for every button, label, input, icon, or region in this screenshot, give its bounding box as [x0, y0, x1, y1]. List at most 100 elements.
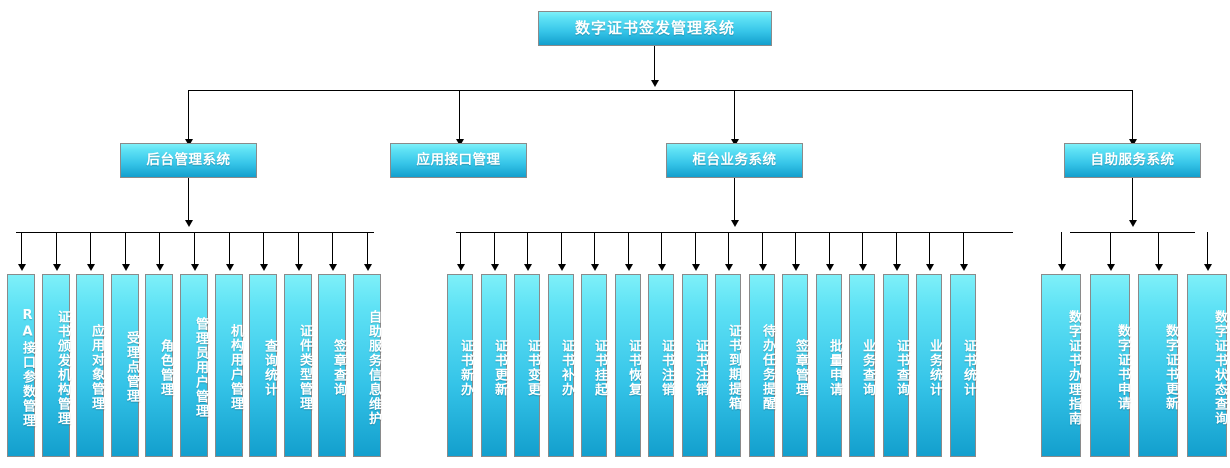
branch-label-counter: 柜台业务系统	[692, 151, 777, 168]
leaf-node-backoffice-5[interactable]: 角色管理	[145, 274, 173, 457]
level2-drop-arrow-2	[456, 139, 464, 146]
leaf-node-selfservice-3[interactable]: 数字证书更新	[1138, 274, 1178, 457]
leaf-node-label: 待办任务提醒	[760, 324, 775, 411]
leaf-drop-arrow-selfservice-1	[1058, 264, 1066, 271]
leaf-drop-arrow-backoffice-11	[364, 264, 372, 271]
leaf-drop-line-counter-5	[594, 232, 595, 266]
leaf-node-label: 证书注销	[693, 338, 708, 397]
leaf-drop-line-counter-7	[661, 232, 662, 266]
leaf-node-selfservice-4[interactable]: 数字证书状态查询	[1187, 274, 1227, 457]
leaf-node-counter-12[interactable]: 批量申请	[816, 274, 842, 457]
leaf-node-label: 证书变更	[525, 338, 540, 397]
leaf-node-counter-5[interactable]: 证书挂起	[581, 274, 607, 457]
leaf-drop-line-counter-2	[494, 232, 495, 266]
leaf-drop-line-selfservice-3	[1158, 232, 1159, 266]
leaf-drop-arrow-counter-6	[625, 264, 633, 271]
leaf-node-label: 数字证书状态查询	[1212, 309, 1227, 426]
leaf-node-counter-14[interactable]: 证书查询	[883, 274, 909, 457]
leaf-node-counter-2[interactable]: 证书更新	[481, 274, 507, 457]
leaf-drop-arrow-backoffice-1	[18, 264, 26, 271]
group4-trunk-line	[1132, 178, 1133, 223]
root-trunk-line	[654, 46, 655, 82]
leaf-node-counter-15[interactable]: 业务统计	[916, 274, 942, 457]
leaf-drop-arrow-counter-4	[558, 264, 566, 271]
leaf-drop-arrow-counter-1	[457, 264, 465, 271]
leaf-node-label: 证书恢复	[626, 338, 641, 397]
leaf-drop-line-counter-15	[929, 232, 930, 266]
leaf-node-counter-8[interactable]: 证书注销	[682, 274, 708, 457]
leaf-node-counter-9[interactable]: 证书到期提箱	[715, 274, 741, 457]
leaf-node-counter-11[interactable]: 签章管理	[782, 274, 808, 457]
leaf-drop-arrow-backoffice-6	[191, 264, 199, 271]
leaf-node-label: 受理点管理	[124, 331, 139, 404]
leaf-drop-arrow-selfservice-4	[1204, 264, 1212, 271]
leaf-drop-arrow-backoffice-4	[122, 264, 130, 271]
leaf-node-selfservice-1[interactable]: 数字证书办理指南	[1041, 274, 1081, 457]
leaf-node-backoffice-11[interactable]: 自助服务信息维护	[353, 274, 381, 457]
leaf-node-counter-10[interactable]: 待办任务提醒	[749, 274, 775, 457]
leaf-drop-arrow-counter-9	[725, 264, 733, 271]
leaf-drop-arrow-counter-16	[960, 264, 968, 271]
leaf-drop-line-counter-6	[628, 232, 629, 266]
level2-drop-line-2	[459, 90, 460, 142]
group1-trunk-line	[188, 178, 189, 223]
leaf-drop-line-backoffice-5	[159, 232, 160, 266]
leaf-node-backoffice-2[interactable]: 证书颁发机构管理	[42, 274, 70, 457]
leaf-node-label: 签章查询	[331, 338, 346, 397]
leaf-node-backoffice-3[interactable]: 应用对象管理	[76, 274, 104, 457]
leaf-node-label: 证书新办	[458, 338, 473, 397]
leaf-drop-arrow-counter-13	[859, 264, 867, 271]
leaf-node-backoffice-7[interactable]: 机构用户管理	[215, 274, 243, 457]
branch-node-backoffice[interactable]: 后台管理系统	[120, 143, 257, 178]
leaf-node-label: 证书补办	[559, 338, 574, 397]
leaf-node-backoffice-4[interactable]: 受理点管理	[111, 274, 139, 457]
leaf-node-backoffice-8[interactable]: 查询统计	[249, 274, 277, 457]
leaf-node-label: 数字证书申请	[1115, 324, 1130, 411]
leaf-drop-line-backoffice-4	[125, 232, 126, 266]
leaf-node-counter-13[interactable]: 业务查询	[849, 274, 875, 457]
leaf-node-backoffice-1[interactable]: RA接口参数管理	[7, 274, 35, 457]
leaf-drop-arrow-backoffice-9	[295, 264, 303, 271]
group3-trunk-line	[734, 178, 735, 223]
leaf-drop-line-counter-4	[561, 232, 562, 266]
leaf-drop-line-counter-13	[862, 232, 863, 266]
leaf-node-counter-7[interactable]: 证书注销	[648, 274, 674, 457]
leaf-drop-arrow-backoffice-8	[260, 264, 268, 271]
leaf-node-label: 证书查询	[894, 338, 909, 397]
leaf-drop-line-counter-16	[963, 232, 964, 266]
leaf-node-backoffice-9[interactable]: 证件类型管理	[284, 274, 312, 457]
branch-label-backoffice: 后台管理系统	[146, 151, 231, 168]
branch-node-selfservice[interactable]: 自助服务系统	[1064, 143, 1201, 178]
branch-node-counter[interactable]: 柜台业务系统	[666, 143, 803, 178]
leaf-drop-arrow-selfservice-3	[1155, 264, 1163, 271]
leaf-drop-line-backoffice-2	[56, 232, 57, 266]
leaf-node-selfservice-2[interactable]: 数字证书申请	[1090, 274, 1130, 457]
group3-bus-line	[456, 232, 1013, 233]
leaf-node-label: 自助服务信息维护	[366, 309, 381, 426]
leaf-node-backoffice-10[interactable]: 签章查询	[318, 274, 346, 457]
leaf-node-label: 数字证书办理指南	[1066, 309, 1081, 426]
leaf-node-label: 管理员用户管理	[193, 316, 208, 419]
leaf-node-label: 证书注销	[659, 338, 674, 397]
leaf-node-backoffice-6[interactable]: 管理员用户管理	[180, 274, 208, 457]
level2-drop-line-3	[734, 90, 735, 142]
leaf-drop-line-counter-14	[896, 232, 897, 266]
leaf-node-label: 证件类型管理	[297, 324, 312, 411]
leaf-node-counter-4[interactable]: 证书补办	[548, 274, 574, 457]
group1-trunk-arrow	[185, 220, 193, 227]
leaf-node-counter-3[interactable]: 证书变更	[514, 274, 540, 457]
leaf-drop-line-counter-12	[829, 232, 830, 266]
root-node[interactable]: 数字证书签发管理系统	[538, 11, 772, 46]
leaf-drop-arrow-counter-2	[491, 264, 499, 271]
leaf-node-counter-1[interactable]: 证书新办	[447, 274, 473, 457]
level2-drop-arrow-3	[731, 139, 739, 146]
leaf-node-counter-16[interactable]: 证书统计	[950, 274, 976, 457]
leaf-drop-line-counter-9	[728, 232, 729, 266]
branch-node-api[interactable]: 应用接口管理	[390, 143, 527, 178]
leaf-node-label: 证书到期提箱	[726, 324, 741, 411]
leaf-node-counter-6[interactable]: 证书恢复	[615, 274, 641, 457]
leaf-drop-line-counter-1	[460, 232, 461, 266]
root-trunk-arrow	[651, 80, 659, 87]
leaf-node-label: 证书挂起	[592, 338, 607, 397]
